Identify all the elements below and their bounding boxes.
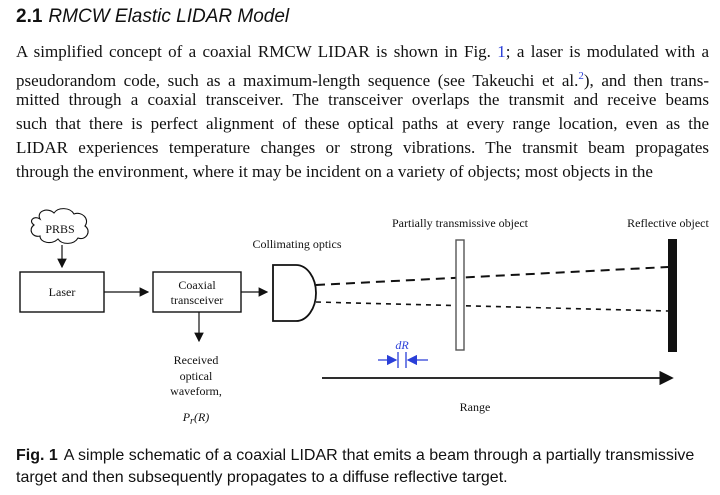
paragraph-line-5: LIDAR experiences temperature changes or… xyxy=(16,138,709,157)
collimating-lens xyxy=(272,264,317,322)
reflective-object xyxy=(668,239,677,352)
caption-text-line2: target and then subsequently propagates … xyxy=(16,469,508,486)
partial-object-label: Partially transmissive object xyxy=(392,216,529,230)
outgoing-beam-lower xyxy=(315,301,669,312)
collimating-optics-label: Collimating optics xyxy=(253,237,342,251)
received-label-line3: waveform, xyxy=(170,384,222,398)
prbs-cloud-icon xyxy=(30,208,89,244)
range-label: Range xyxy=(460,400,491,414)
paragraph-text: ), and then trans- xyxy=(583,71,709,90)
partially-transmissive-object xyxy=(455,239,465,351)
figure-caption: Fig. 1 A simple schematic of a coaxial LI… xyxy=(16,445,716,489)
paragraph-line-4: such that there is perfect alignment of … xyxy=(16,114,709,133)
transceiver-label-line2: transceiver xyxy=(171,293,224,307)
lidar-schematic-figure: PRBS Laser Coaxial transceiver Collimati… xyxy=(19,208,709,427)
paragraph-line-2: pseudorandom code, such as a maximum-len… xyxy=(16,64,709,90)
paragraph-text: pseudorandom code, such as a maximum-len… xyxy=(16,71,579,90)
paragraph-line-6: through the environment, where it may be… xyxy=(16,162,653,181)
paragraph-line-1: A simplified concept of a coaxial RMCW L… xyxy=(16,40,709,64)
section-title: RMCW Elastic LIDAR Model xyxy=(48,6,290,27)
dr-label: dR xyxy=(395,338,409,352)
paragraph-line-3: mitted through a coaxial transceiver. Th… xyxy=(16,90,709,109)
pr-symbol: Pr(R) xyxy=(182,410,210,427)
received-label-line2: optical xyxy=(180,369,213,383)
laser-label: Laser xyxy=(49,285,76,299)
transceiver-label-line1: Coaxial xyxy=(178,278,216,292)
section-number: 2.1 xyxy=(16,6,43,27)
transceiver-box xyxy=(152,271,242,313)
caption-label: Fig. 1 xyxy=(16,447,58,464)
paragraph-text: A simplified concept of a coaxial RMCW L… xyxy=(16,42,498,61)
outgoing-beam-upper xyxy=(315,266,669,286)
laser-box xyxy=(19,271,105,313)
received-label-line1: Received xyxy=(174,353,219,367)
caption-text-line1: A simple schematic of a coaxial LIDAR th… xyxy=(63,447,695,464)
body-paragraph: A simplified concept of a coaxial RMCW L… xyxy=(16,40,709,184)
reflective-object-label: Reflective object xyxy=(627,216,709,230)
citation-ref-link[interactable]: 2 xyxy=(578,70,584,82)
prbs-label: PRBS xyxy=(45,222,74,236)
figure-ref-link[interactable]: 1 xyxy=(497,42,506,61)
paragraph-text: ; a laser is modulated with a xyxy=(505,42,710,61)
